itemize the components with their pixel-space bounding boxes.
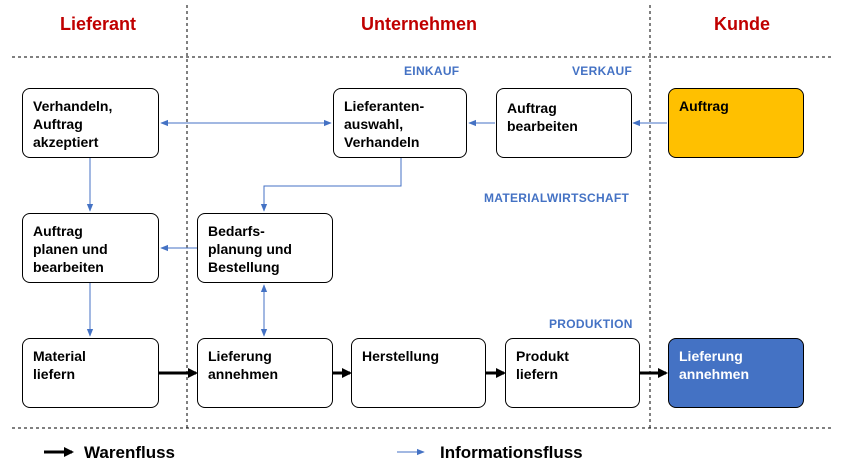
column-title-lieferant: Lieferant (59, 14, 137, 34)
box-material-liefern: Material liefern (22, 338, 159, 408)
column-title-kunde: Kunde (714, 14, 770, 34)
dept-label-verkauf: VERKAUF (572, 64, 633, 78)
column-title-unternehmen: Unternehmen (360, 14, 477, 34)
box-auftrag-planen-bearbeiten: Auftrag planen und bearbeiten (22, 213, 159, 283)
dept-label-einkauf: EINKAUF (404, 64, 460, 78)
info-arrow-lieferantenauswahl-bedarfsplanung (260, 158, 402, 212)
box-lieferung-annehmen: Lieferung annehmen (197, 338, 333, 408)
box-bedarfsplanung-bestellung: Bedarfs- planung und Bestellung (197, 213, 333, 283)
box-produkt-liefern: Produkt liefern (505, 338, 640, 408)
box-lieferantenauswahl: Lieferanten- auswahl, Verhandeln (333, 88, 467, 158)
dept-label-produktion: PRODUKTION (549, 317, 633, 331)
box-kunde-auftrag: Auftrag (668, 88, 804, 158)
dept-label-materialwirtschaft: MATERIALWIRTSCHAFT (484, 191, 630, 205)
box-auftrag-bearbeiten: Auftrag bearbeiten (496, 88, 632, 158)
box-verhandeln-auftrag-akzeptiert: Verhandeln, Auftrag akzeptiert (22, 88, 159, 158)
box-herstellung: Herstellung (351, 338, 486, 408)
legend-warenfluss-label: Warenfluss (84, 443, 176, 462)
box-kunde-lieferung-annehmen: Lieferung annehmen (668, 338, 804, 408)
legend-informationsfluss-label: Informationsfluss (440, 443, 583, 462)
